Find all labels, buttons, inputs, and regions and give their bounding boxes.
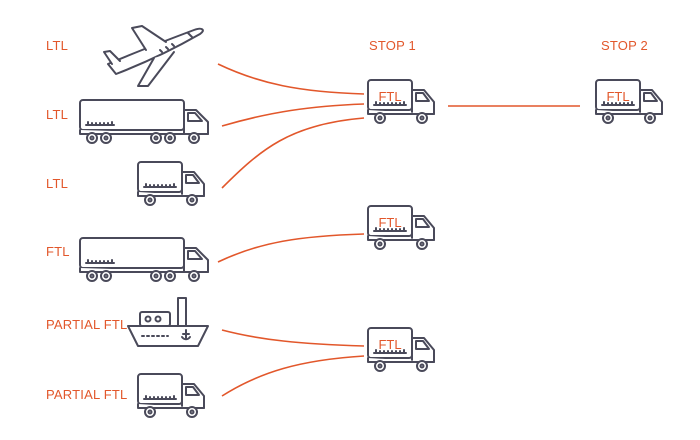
- connector-air-to-stop1: [217, 63, 365, 95]
- origin-label-air: LTL: [46, 38, 69, 53]
- origin-label-trailer-2: FTL: [46, 244, 70, 259]
- ftl-truck-label: FTL: [378, 215, 401, 230]
- ship-icon: [127, 297, 209, 347]
- connector-boxtruck-to-stop1: [221, 117, 365, 189]
- trailer-truck-icon: [79, 237, 209, 282]
- connector-trailer2-to-truck2: [217, 233, 365, 263]
- airplane-icon: [103, 25, 204, 87]
- connector-boxtruck2-to-truck3: [221, 355, 365, 397]
- connector-ship-to-truck3: [221, 329, 365, 347]
- ftl-truck-label: FTL: [378, 337, 401, 352]
- stop-1-header: STOP 1: [369, 38, 416, 53]
- connector-trailer-to-stop1: [221, 103, 365, 127]
- origin-label-trailer: LTL: [46, 107, 69, 122]
- connector-lines: [217, 63, 580, 397]
- box-truck-icon: [137, 373, 205, 418]
- ftl-truck-label: FTL: [606, 89, 629, 104]
- origin-label-ship: PARTIAL FTL: [46, 317, 128, 332]
- box-truck-icon: [137, 161, 205, 206]
- stop-2-header: STOP 2: [601, 38, 648, 53]
- ftl-truck-label: FTL: [378, 89, 401, 104]
- trailer-truck-icon: [79, 99, 209, 144]
- origin-label-box-truck: LTL: [46, 176, 69, 191]
- origin-label-box-truck-2: PARTIAL FTL: [46, 387, 128, 402]
